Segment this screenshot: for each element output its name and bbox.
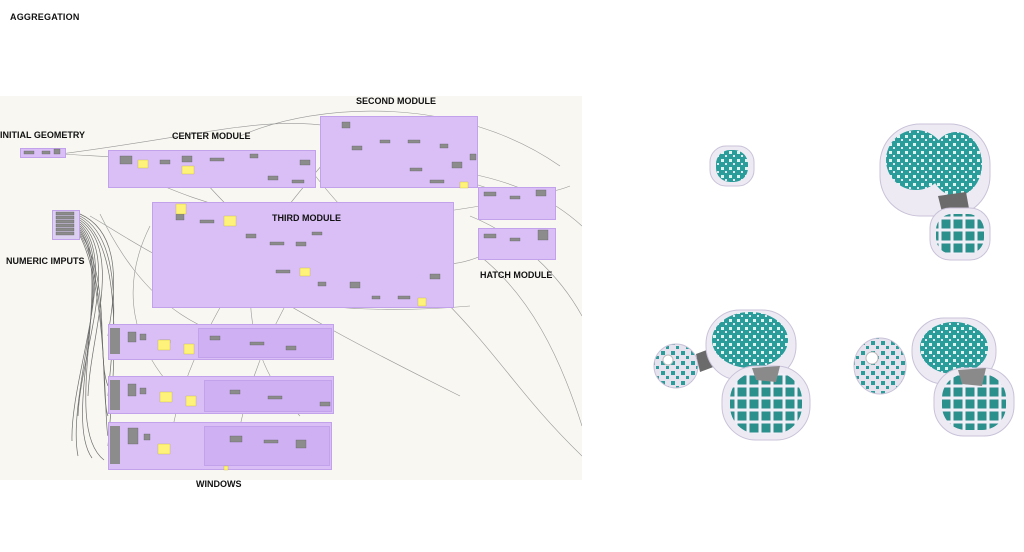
label-third-module: THIRD MODULE	[272, 213, 341, 223]
node-canvas[interactable]: INITIAL GEOMETRY CENTER MODULE SECOND MO…	[0, 96, 582, 489]
label-hatch-module: HATCH MODULE	[480, 270, 553, 280]
label-windows: WINDOWS	[196, 479, 242, 489]
page-title: AGGREGATION	[10, 12, 80, 22]
center-module-group[interactable]	[108, 150, 316, 188]
label-center-module: CENTER MODULE	[172, 131, 251, 141]
label-initial-geometry: INITIAL GEOMETRY	[0, 130, 86, 140]
third-module-group[interactable]	[152, 202, 454, 308]
windows-subgroup-1[interactable]	[198, 328, 332, 358]
aggregation-renders	[640, 110, 1024, 450]
components-layer	[23, 121, 549, 471]
module-cluster-icon	[653, 123, 1015, 441]
label-second-module: SECOND MODULE	[356, 96, 437, 106]
windows-subgroup-3[interactable]	[204, 426, 330, 466]
label-numeric-imputs: NUMERIC IMPUTS	[6, 256, 85, 266]
